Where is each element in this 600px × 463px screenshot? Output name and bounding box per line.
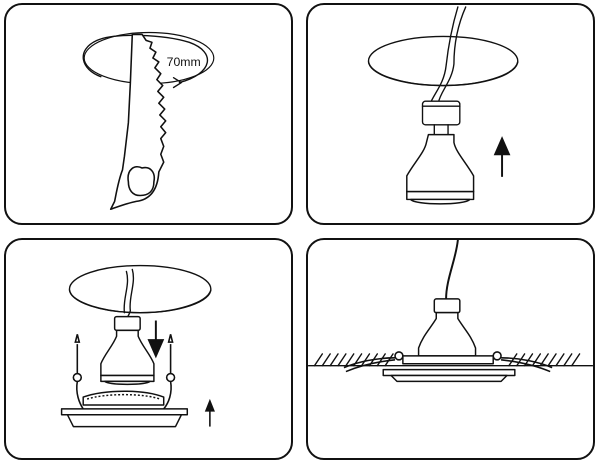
wire [123, 270, 129, 314]
socket [421, 100, 461, 126]
hole-size-label: 70mm [167, 55, 201, 69]
rotation-arrowhead [172, 76, 183, 89]
step-2-panel [306, 3, 595, 225]
step-3-illustration [60, 264, 215, 428]
wire [429, 6, 459, 104]
step-2-illustration [367, 6, 519, 205]
step-3-panel [4, 238, 293, 460]
spring-clip-icon [163, 334, 176, 410]
step-4-panel [306, 238, 595, 460]
spring-clip-icon [72, 334, 84, 410]
up-arrow-icon [493, 136, 511, 177]
saw-icon [109, 33, 167, 211]
wire [437, 6, 467, 104]
step-1-illustration: 70mm [82, 31, 215, 211]
lamp-icon [417, 298, 477, 357]
fixture-ring [60, 390, 189, 428]
lamp-icon [406, 133, 475, 205]
spring-clip-icon [343, 351, 404, 373]
up-arrow-icon [204, 398, 215, 427]
down-arrow-icon [147, 320, 165, 359]
lamp-icon [100, 315, 155, 386]
step-4-illustration [308, 240, 593, 383]
fixture-ring [382, 355, 516, 383]
spring-clip-icon [492, 351, 553, 373]
rotation-arrow-icon [82, 34, 208, 84]
step-1-panel: 70mm [4, 3, 293, 225]
wire [445, 240, 459, 300]
